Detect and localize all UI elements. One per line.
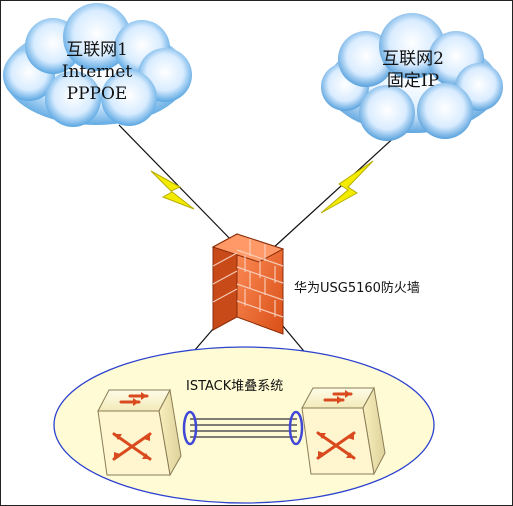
switch-icon: [301, 386, 386, 476]
firewall-icon: [211, 233, 285, 335]
cloud1-line3: PPPOE: [67, 84, 128, 104]
stack-link-ring-left: [182, 410, 198, 446]
internet-cloud-1: 互联网1 Internet PPPOE: [3, 3, 192, 127]
stack-link-bundle: [190, 418, 297, 438]
cloud-icon: [321, 13, 503, 141]
cloud2-line2: 固定IP: [387, 71, 439, 91]
switch-icon: [97, 388, 182, 477]
stack-system: ISTACK堆叠系统: [53, 346, 435, 504]
cloud2-line1: 互联网2: [382, 49, 444, 69]
firewall-node: 华为USG5160防火墙: [211, 233, 420, 335]
cloud1-line2: Internet: [62, 62, 133, 82]
switch-left: [97, 388, 182, 477]
cloud-icon: [3, 3, 192, 127]
link-cloud2-firewall: [271, 132, 400, 250]
firewall-label: 华为USG5160防火墙: [294, 280, 420, 296]
lightning-icon-right: [320, 160, 374, 214]
lightning-icon-left: [150, 170, 195, 210]
stack-link-ring-right: [288, 410, 304, 446]
cloud1-line1: 互联网1: [66, 40, 128, 60]
stack-label: ISTACK堆叠系统: [186, 379, 283, 394]
internet-cloud-2: 互联网2 固定IP: [321, 13, 503, 141]
switch-right: [301, 386, 386, 476]
